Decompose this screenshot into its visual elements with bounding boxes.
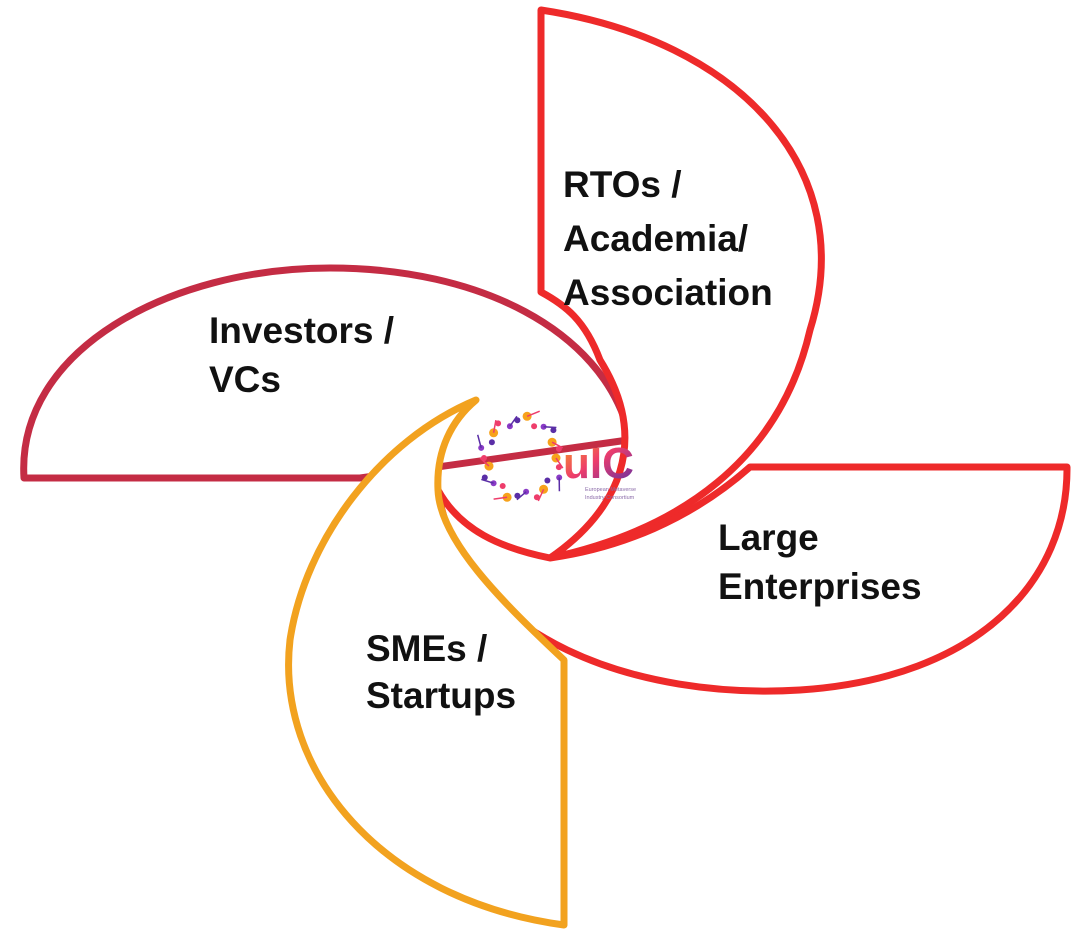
label-rtos-line-2: Academia/ xyxy=(563,218,748,259)
logo-dot xyxy=(555,445,562,452)
logo-subtitle-line-2: Industry Consortium xyxy=(585,495,635,501)
blade-investors xyxy=(20,264,632,482)
logo-subtitle-line-1: European Metaverse xyxy=(585,487,636,493)
logo-dot xyxy=(488,439,495,446)
logo-link xyxy=(526,410,540,417)
logo-letters: uIC xyxy=(563,439,634,488)
label-rtos-line-1: RTOs / xyxy=(563,164,682,205)
logo-dot xyxy=(499,483,506,489)
logo-link xyxy=(476,434,482,449)
logo-dot xyxy=(550,427,557,434)
logo-dot xyxy=(531,423,538,430)
blade-large xyxy=(434,463,1071,695)
blade-rtos xyxy=(537,6,825,562)
logo-dot xyxy=(514,492,521,499)
label-investors: Investors / VCs xyxy=(209,310,394,400)
label-smes: SMEs / Startups xyxy=(366,628,516,716)
label-investors-line-2: VCs xyxy=(209,359,281,400)
logo-dot xyxy=(481,455,487,461)
logo-dot xyxy=(495,420,502,427)
label-rtos: RTOs / Academia/Association xyxy=(563,164,773,313)
logo-dot xyxy=(514,417,521,424)
consortium-logo: uIC European Metaverse Industry Consorti… xyxy=(476,410,636,502)
logo-dot xyxy=(481,474,488,481)
logo-dot xyxy=(533,494,540,501)
label-smes-line-1: SMEs / xyxy=(366,628,487,669)
label-smes-line-2: Startups xyxy=(366,675,516,716)
label-large-line-2: Enterprises xyxy=(718,566,922,607)
blade-smes xyxy=(285,396,568,929)
label-large-line-1: Large xyxy=(718,517,819,558)
logo-dot-ring xyxy=(476,410,564,502)
logo-dot xyxy=(555,464,562,471)
label-investors-line-1: Investors / xyxy=(209,310,394,351)
label-rtos-line-3: Association xyxy=(563,272,773,313)
logo-link xyxy=(493,496,508,500)
logo-dot xyxy=(544,477,551,484)
